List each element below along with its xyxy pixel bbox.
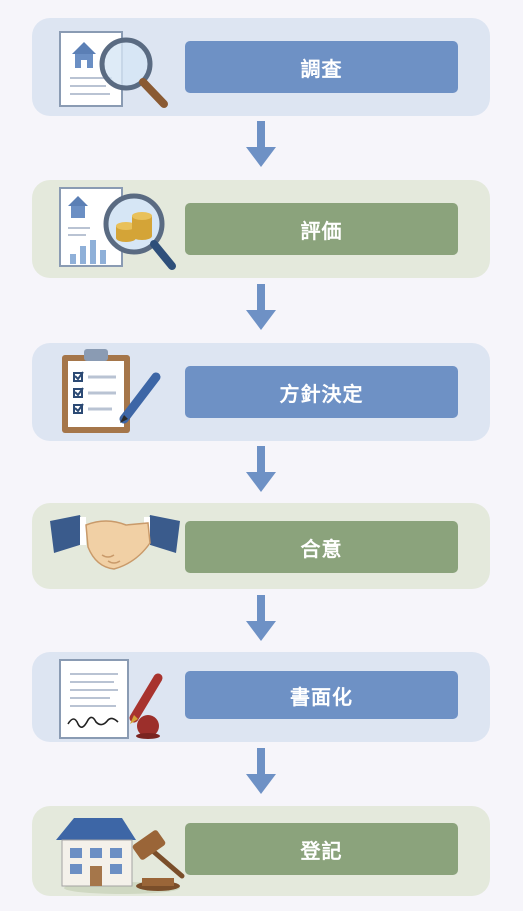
clipboard-checklist-pen-icon: [62, 349, 161, 433]
arrow-down-icon: [246, 121, 276, 167]
arrow-down-icon: [246, 748, 276, 794]
signed-contract-pen-seal-icon: [59, 659, 163, 739]
step-label: 書面化: [185, 671, 458, 719]
house-gavel-icon: [56, 818, 185, 894]
step-card-agreement: 合意: [32, 503, 490, 589]
step-label: 合意: [185, 521, 458, 573]
handshake-icon: [50, 515, 180, 570]
step-card-evaluation: 評価: [32, 180, 490, 278]
step-label: 方針決定: [185, 366, 458, 418]
step-card-investigation: 調査: [32, 18, 490, 116]
step-card-documentation: 書面化: [32, 652, 490, 742]
step-card-registration: 登記: [32, 806, 490, 896]
step-label: 評価: [185, 203, 458, 255]
step-label: 調査: [185, 41, 458, 93]
arrow-down-icon: [246, 595, 276, 641]
house-coins-magnifier-icon: [59, 187, 176, 270]
step-label: 登記: [185, 823, 458, 875]
house-document-magnifier-icon: [59, 31, 168, 108]
arrow-down-icon: [246, 446, 276, 492]
arrow-down-icon: [246, 284, 276, 330]
step-card-policy-decision: 方針決定: [32, 343, 490, 441]
